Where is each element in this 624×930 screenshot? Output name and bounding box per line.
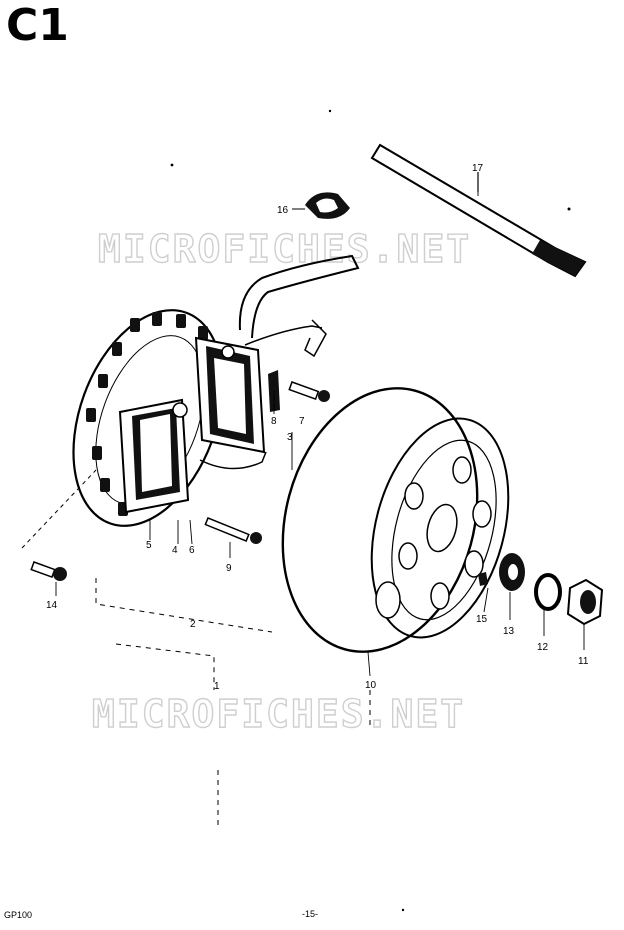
washer-13: [499, 553, 525, 591]
callout-numbers: 1 2 3 4 5 6 7 8 9 10 11 12 13 14 15 16 1…: [46, 163, 589, 692]
footer-model: GP100: [4, 910, 32, 920]
callout-8: 8: [271, 416, 277, 427]
callout-3: 3: [287, 432, 293, 443]
coil-link-wire: [199, 451, 267, 470]
callout-1: 1: [214, 681, 220, 692]
callout-15: 15: [476, 614, 488, 625]
callout-17: 17: [472, 163, 484, 174]
bolt-14: [21, 469, 97, 581]
callout-10: 10: [365, 680, 377, 691]
footer-page-number: -15-: [302, 909, 318, 919]
callout-4: 4: [172, 545, 178, 556]
ignition-coil-4: [194, 336, 266, 454]
callout-16: 16: [277, 205, 289, 216]
watermark-top: MICROFICHES.NET: [98, 227, 471, 271]
callout-2: 2: [190, 619, 196, 630]
nut-11: [566, 578, 604, 626]
callout-6: 6: [189, 545, 195, 556]
key-15: [478, 572, 488, 586]
callout-5: 5: [146, 540, 152, 551]
scan-specks: [170, 109, 571, 912]
lighting-coil-5: [118, 398, 190, 514]
grommet-16: [292, 192, 350, 219]
watermark-bottom: MICROFICHES.NET: [92, 692, 465, 736]
leader-lines: [55, 175, 585, 677]
assembly-brackets: [95, 578, 371, 830]
callout-7: 7: [299, 416, 305, 427]
lead-wires: [238, 254, 360, 358]
callout-14: 14: [46, 600, 58, 611]
callout-12: 12: [537, 642, 549, 653]
plate-code: C1: [6, 0, 69, 51]
screw-9: [204, 517, 262, 544]
flywheel-rotor-10: [281, 387, 510, 653]
lock-washer-12: [534, 573, 562, 611]
callout-13: 13: [503, 626, 515, 637]
callout-11: 11: [578, 656, 589, 667]
callout-9: 9: [226, 563, 232, 574]
screw-7: [288, 381, 330, 402]
